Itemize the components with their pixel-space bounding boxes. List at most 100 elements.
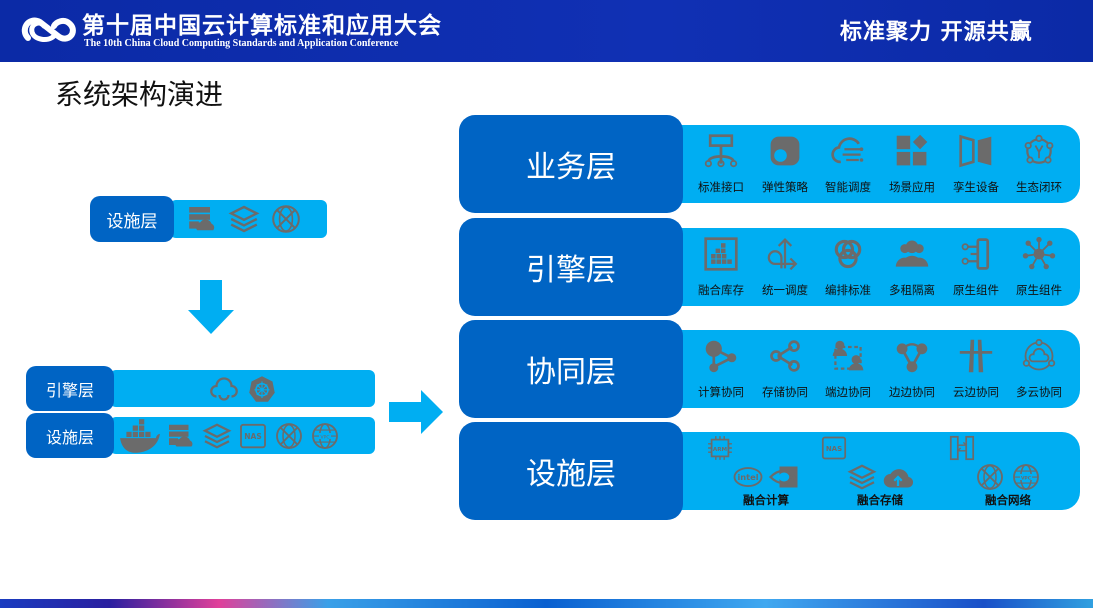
smart-cloud-icon [830, 133, 866, 169]
storage-blocks-icon [703, 236, 739, 272]
nas-icon: NAS [238, 421, 268, 451]
layer-item: 生态闭环 [1007, 133, 1071, 195]
unified-schedule-icon [767, 236, 803, 272]
arm-chip-icon: ARM [706, 434, 734, 462]
svg-text:NAS: NAS [244, 432, 261, 441]
layer-item: 多云协同 [1007, 338, 1071, 400]
layers-icon [847, 462, 877, 492]
layer-item-label: 云边协同 [953, 385, 999, 399]
layer-item-label: 弹性策略 [762, 180, 808, 194]
multi-tenant-icon [894, 236, 930, 272]
layer-item: 标准接口 [689, 133, 753, 195]
arrow-right-icon [389, 390, 443, 434]
layer-item-label: 原生组件 [1016, 283, 1062, 297]
apps-grid-icon [894, 133, 930, 169]
docker-icon [118, 415, 160, 457]
conference-subtitle: The 10th China Cloud Computing Standards… [84, 38, 399, 49]
nvidia-icon [768, 462, 799, 492]
road-icon [958, 338, 994, 374]
native-hub-icon [1021, 236, 1057, 272]
layer-item-label: 原生组件 [953, 283, 999, 297]
layer-item: 端边协同 [816, 338, 880, 400]
infra-group: NAS 融合存储 [820, 434, 940, 508]
layer-item: 编排标准 [816, 236, 880, 298]
vpc-globe-icon: VPC [310, 421, 340, 451]
cloud-sync-icon [209, 374, 239, 404]
layer-item-label: 计算协同 [698, 385, 744, 399]
layer-item: 智能调度 [816, 133, 880, 195]
twin-device-icon [958, 133, 994, 169]
conference-logo-icon [20, 10, 78, 50]
switch-icon [948, 434, 976, 462]
stage1-infra-bar [170, 200, 327, 238]
kubernetes-icon [247, 374, 277, 404]
layer-item: 融合库存 [689, 236, 753, 298]
layer-item-label: 统一调度 [762, 283, 808, 297]
svg-text:NAS: NAS [826, 445, 842, 453]
layer-label: 协同层 [459, 320, 683, 418]
layer-label: 设施层 [459, 422, 683, 520]
server-cloud-icon [186, 203, 218, 235]
layer-item: 原生组件 [944, 236, 1008, 298]
layer-item: 原生组件 [1007, 236, 1071, 298]
layer-item: 多租隔离 [880, 236, 944, 298]
network-globe-icon [270, 203, 302, 235]
svg-text:VPC: VPC [1021, 475, 1032, 481]
decorative-bottom-strip [0, 599, 1093, 608]
layer-item-label: 场景应用 [889, 180, 935, 194]
layer-item: 计算协同 [689, 338, 753, 400]
svg-text:VPC: VPC [321, 434, 330, 440]
api-tree-icon [703, 133, 739, 169]
layer-item-label: 存储协同 [762, 385, 808, 399]
layer-label: 引擎层 [459, 218, 683, 316]
stage1-infra-label: 设施层 [90, 196, 174, 242]
layer-item-label: 边边协同 [889, 385, 935, 399]
vpc-globe-icon: VPC [1011, 462, 1041, 492]
arrow-down-icon [188, 280, 234, 334]
layers-icon [202, 421, 232, 451]
infra-group-label: 融合存储 [857, 493, 903, 507]
network-globe-icon [274, 421, 304, 451]
layer-item-label: 生态闭环 [1016, 180, 1062, 194]
multi-cloud-icon [1021, 338, 1057, 374]
stage2-infra-label: 设施层 [26, 413, 114, 458]
stage2-engine-label: 引擎层 [26, 366, 114, 411]
svg-text:ARM: ARM [713, 447, 728, 453]
layer-item-label: 多租隔离 [889, 283, 935, 297]
layer-item: 孪生设备 [944, 133, 1008, 195]
compute-share-icon [703, 338, 739, 374]
layer-item: 场景应用 [880, 133, 944, 195]
edge-triangle-icon [894, 338, 930, 374]
layer-item: 弹性策略 [753, 133, 817, 195]
layer-label: 业务层 [459, 115, 683, 213]
infra-group-label: 融合网络 [985, 493, 1031, 507]
stage2-engine-bar [110, 370, 375, 407]
layer-item: 统一调度 [753, 236, 817, 298]
page-title: 系统架构演进 [55, 78, 224, 111]
layer-item-label: 编排标准 [825, 283, 871, 297]
edge-users-icon [830, 338, 866, 374]
conference-slogan: 标准聚力 开源共赢 [840, 19, 1033, 45]
layer-bar: 计算协同 存储协同 端边协同 边边协同 云边协同 多云协同 [675, 330, 1080, 408]
intel-icon: intel [733, 462, 763, 492]
network-globe-icon [975, 462, 1005, 492]
elastic-icon [767, 133, 803, 169]
layers-icon [228, 203, 260, 235]
infra-group: VPC 融合网络 [948, 434, 1068, 508]
layer-item-label: 融合库存 [698, 283, 744, 297]
orchestration-icon [830, 236, 866, 272]
native-component-icon [958, 236, 994, 272]
layer-item: 云边协同 [944, 338, 1008, 400]
layer-item-label: 端边协同 [825, 385, 871, 399]
layer-item-label: 多云协同 [1016, 385, 1062, 399]
layer-bar: 融合库存 统一调度 编排标准 多租隔离 原生组件 原生组件 [675, 228, 1080, 306]
layer-item-label: 孪生设备 [953, 180, 999, 194]
layer-item-label: 标准接口 [698, 180, 744, 194]
infra-group-label: 融合计算 [743, 493, 789, 507]
layer-item: 边边协同 [880, 338, 944, 400]
server-cloud-icon [166, 421, 196, 451]
conference-title: 第十届中国云计算标准和应用大会 [82, 12, 442, 39]
layer-item-label: 智能调度 [825, 180, 871, 194]
